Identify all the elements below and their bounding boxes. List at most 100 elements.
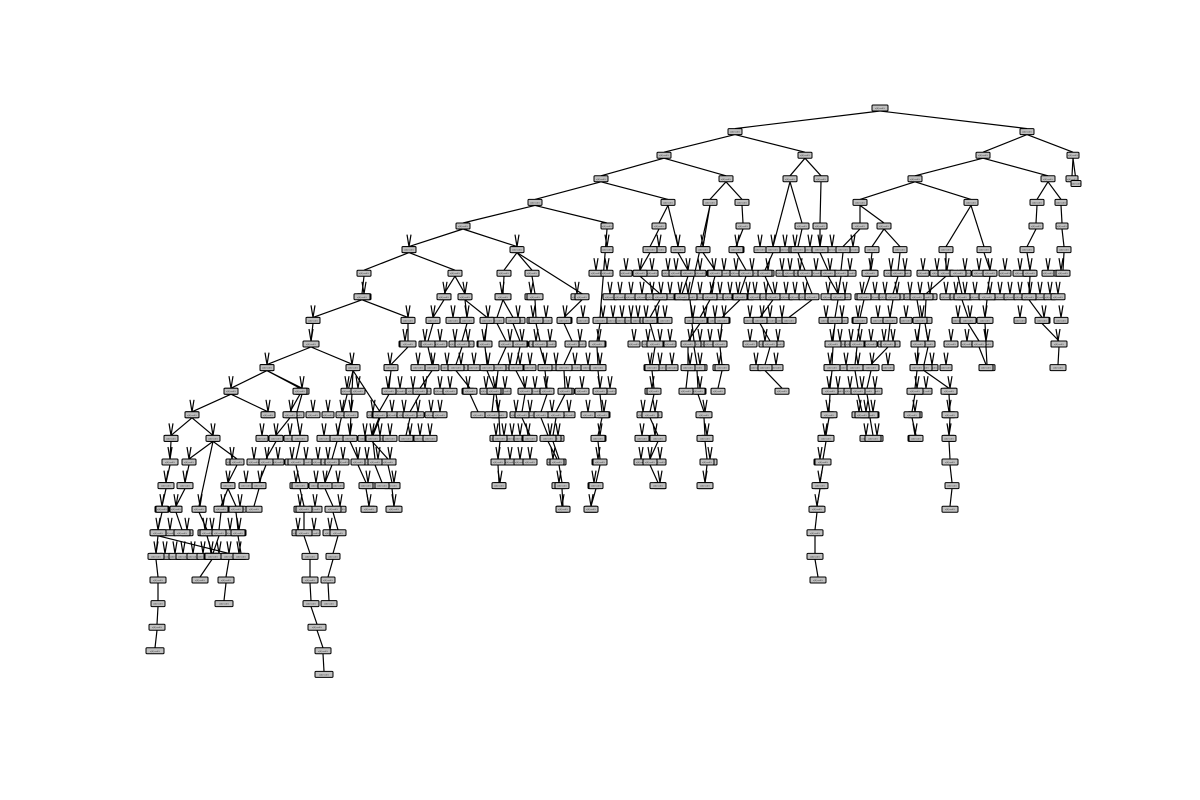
tree-edge <box>259 423 263 436</box>
tree-node: x[0] <= 0.5 <box>817 434 835 442</box>
tree-node: x[0] <= 0.5 <box>808 505 826 513</box>
tree-edge <box>1041 322 1060 342</box>
tree-edge <box>859 328 863 342</box>
tree-node-box <box>646 340 664 348</box>
tree-edge <box>473 352 477 365</box>
tree-node-box <box>372 411 388 419</box>
tree-node-box <box>909 364 925 372</box>
tree-edge <box>923 370 950 389</box>
tree-node-box <box>305 316 321 324</box>
tree-edge <box>289 446 293 460</box>
tree-edge <box>231 446 235 460</box>
tree-node: x[0] <= 0.5 <box>245 505 263 513</box>
tree-edge <box>649 464 659 483</box>
tree-node-label: x[0] <= 0.5 <box>855 319 864 322</box>
tree-node-label: x[0] <= 0.5 <box>605 296 614 299</box>
tree-edge <box>827 399 831 412</box>
tree-edge <box>565 376 569 389</box>
tree-node-label: x[0] <= 0.5 <box>838 249 847 252</box>
tree-node: x[0] <= 0.5 <box>971 340 987 348</box>
tree-edge <box>922 258 926 271</box>
tree-node: x[0] <= 0.5 <box>833 269 849 277</box>
tree-node-box <box>941 458 959 466</box>
tree-edge <box>687 258 691 271</box>
tree-node-box <box>498 340 514 348</box>
tree-node: x[0] <= 0.5 <box>149 529 167 537</box>
tree-edge <box>454 275 466 295</box>
tree-node: x[0] <= 0.5 <box>765 293 781 301</box>
tree-node-label: x[0] <= 0.5 <box>647 272 656 275</box>
tree-edge <box>170 417 193 436</box>
tree-edge <box>154 630 158 648</box>
tree-edge <box>230 376 234 389</box>
tree-edge <box>647 328 651 342</box>
tree-edge <box>310 606 318 625</box>
tree-edge <box>587 352 591 365</box>
tree-edge <box>657 470 661 483</box>
tree-edge <box>719 281 723 294</box>
tree-leaf-node: x[0] <= 0.5 <box>1053 316 1069 324</box>
tree-leaf-node: x[0] <= 0.5 <box>742 340 758 348</box>
tree-node-label: x[0] <= 0.5 <box>823 296 832 299</box>
tree-node: x[0] <= 0.5 <box>790 246 806 254</box>
tree-edge <box>1060 205 1063 224</box>
tree-node-label: x[0] <= 0.5 <box>683 272 692 275</box>
tree-edge <box>681 276 689 294</box>
tree-node: x[0] <= 0.5 <box>205 434 221 442</box>
tree-node: x[0] <= 0.5 <box>381 387 397 395</box>
tree-edge <box>675 258 679 271</box>
tree-edge <box>677 234 681 247</box>
tree-node-box <box>892 246 908 254</box>
tree-node: x[0] <= 0.5 <box>649 434 667 442</box>
tree-edge <box>495 399 499 412</box>
tree-node-label: x[0] <= 0.5 <box>850 367 859 370</box>
tree-edge <box>446 352 450 365</box>
tree-edge <box>501 281 505 294</box>
tree-node-label: x[0] <= 0.5 <box>875 107 884 110</box>
tree-node-label: x[0] <= 0.5 <box>653 485 662 488</box>
tree-edge <box>667 258 671 271</box>
tree-node-box <box>314 670 334 678</box>
tree-edge <box>498 417 501 436</box>
tree-node-box <box>462 387 478 395</box>
tree-node: x[0] <= 0.5 <box>594 411 610 419</box>
tree-edge <box>699 376 703 389</box>
tree-edge <box>663 134 736 153</box>
tree-node: x[0] <= 0.5 <box>307 623 327 631</box>
tree-node-label: x[0] <= 0.5 <box>617 319 626 322</box>
tree-node-box <box>367 458 383 466</box>
tree-node-label: x[0] <= 0.5 <box>195 579 204 582</box>
tree-node-label: x[0] <= 0.5 <box>713 390 722 393</box>
tree-node: x[0] <= 0.5 <box>982 269 998 277</box>
tree-node: x[0] <= 0.5 <box>854 411 870 419</box>
tree-edge <box>600 181 669 200</box>
tree-node: x[0] <= 0.5 <box>906 387 924 395</box>
tree-edge <box>675 234 679 247</box>
tree-node-box <box>782 175 798 183</box>
tree-edge <box>424 328 428 342</box>
tree-edge <box>949 376 953 389</box>
tree-edge <box>659 328 663 342</box>
tree-edge <box>784 234 788 247</box>
tree-node-label: x[0] <= 0.5 <box>665 296 674 299</box>
tree-node-label: x[0] <= 0.5 <box>577 296 586 299</box>
tree-edge <box>639 252 651 271</box>
tree-node: x[0] <= 0.5 <box>539 387 555 395</box>
tree-node-box <box>811 246 829 254</box>
tree-edge <box>699 299 711 318</box>
tree-node: x[0] <= 0.5 <box>491 482 507 490</box>
tree-node-label: x[0] <= 0.5 <box>845 272 854 275</box>
tree-node: x[0] <= 0.5 <box>941 434 957 442</box>
tree-node-box <box>399 340 417 348</box>
tree-node: x[0] <= 0.5 <box>412 387 428 395</box>
tree-node: x[0] <= 0.5 <box>496 269 512 277</box>
tree-edge <box>173 494 177 507</box>
tree-edge <box>401 399 405 412</box>
tree-edge <box>297 517 301 530</box>
tree-edge <box>859 376 863 389</box>
tree-node-label: x[0] <= 0.5 <box>442 367 451 370</box>
tree-edge <box>387 423 391 436</box>
tree-edge <box>188 440 214 460</box>
tree-leaf-node: x[0] <= 0.5 <box>753 246 767 254</box>
tree-node: x[0] <= 0.5 <box>173 529 191 537</box>
